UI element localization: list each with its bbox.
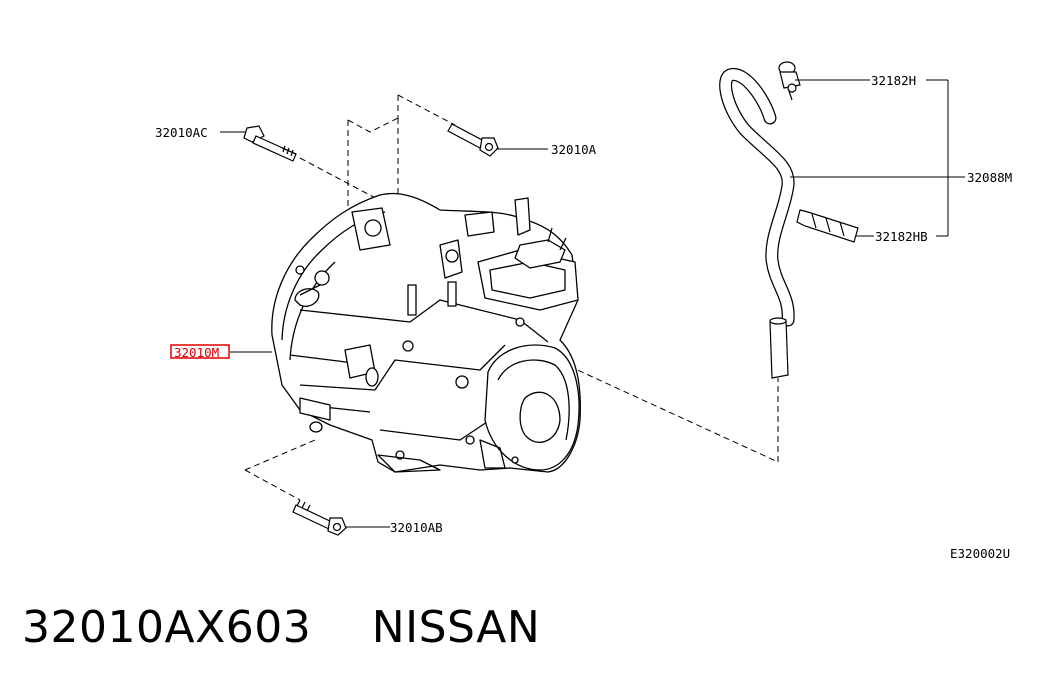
- breather-hose[interactable]: [719, 68, 795, 327]
- bolt-32010a[interactable]: [447, 123, 499, 157]
- highlight-box: [170, 344, 230, 359]
- callout-32010m[interactable]: 32010M: [174, 345, 219, 360]
- hose-clip-32182hb[interactable]: [796, 209, 859, 243]
- part-caption: 32010AX603 NISSAN: [22, 598, 540, 658]
- brand-name: NISSAN: [371, 602, 541, 653]
- callout-32182hb[interactable]: 32182HB: [875, 229, 928, 244]
- hose-clip-32182h[interactable]: [778, 61, 801, 101]
- illustration-code: E320002U: [950, 546, 1010, 561]
- callout-32010ac[interactable]: 32010AC: [155, 125, 208, 140]
- callout-bracket: [790, 79, 965, 237]
- transaxle-assembly[interactable]: [271, 192, 581, 473]
- bolt-32010ab[interactable]: [292, 499, 347, 536]
- callout-32088m[interactable]: 32088M: [967, 170, 1012, 185]
- hose-end-pipe: [769, 317, 789, 379]
- part-number: 32010AX603: [22, 602, 312, 653]
- bolt-32010ac[interactable]: [243, 125, 297, 162]
- callout-32010ab[interactable]: 32010AB: [390, 520, 443, 535]
- callout-32010a[interactable]: 32010A: [551, 142, 597, 157]
- parts-diagram: 32010AC 32010A: [155, 61, 1012, 561]
- callout-32182h[interactable]: 32182H: [871, 73, 916, 88]
